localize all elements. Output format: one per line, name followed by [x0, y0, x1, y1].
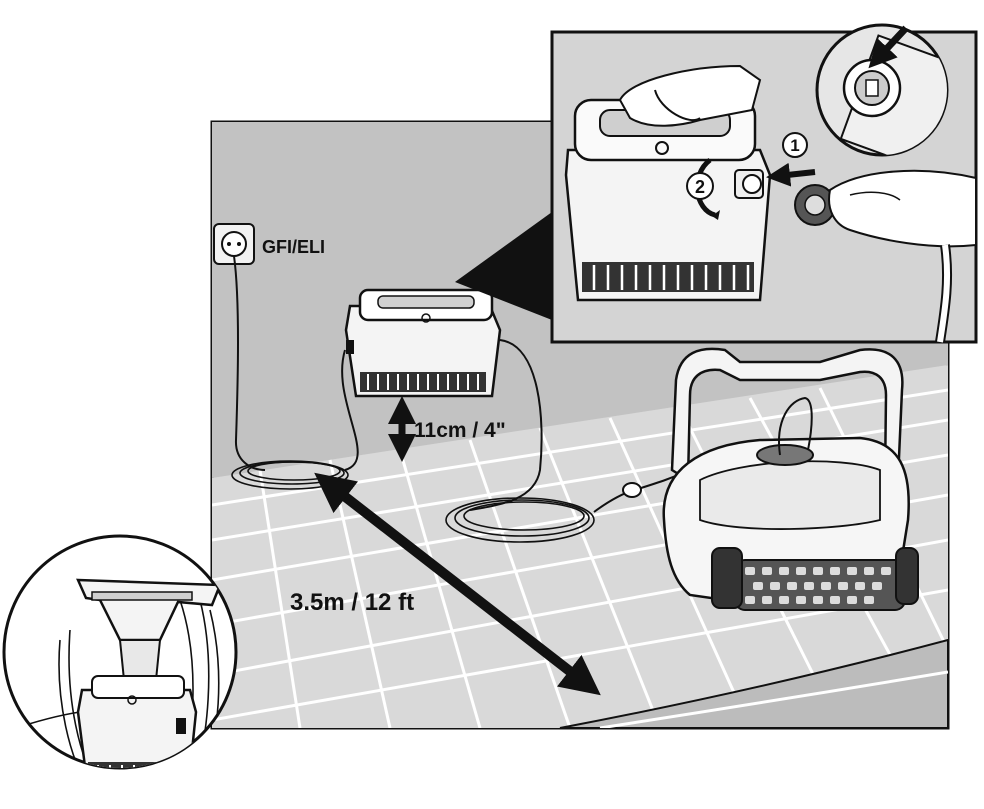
pool-coping-edge — [559, 638, 948, 728]
svg-text:2: 2 — [695, 177, 705, 197]
svg-text:1: 1 — [790, 136, 799, 155]
step-1-badge: 1 — [782, 132, 808, 158]
power-supply-unit — [344, 288, 502, 398]
pool-cleaning-robot — [662, 347, 919, 611]
caddy-storage-detail — [2, 534, 238, 770]
hand-holding-unit — [618, 64, 762, 127]
wall-socket-icon — [213, 223, 255, 265]
distance-arrow — [314, 472, 601, 696]
callout-wedge — [455, 212, 552, 320]
connector-magnifier-detail — [815, 23, 949, 157]
outlet-label: GFI/ELI — [262, 237, 325, 257]
step-2-badge: 2 — [686, 172, 714, 200]
distance-label: 3.5m / 12 ft — [290, 589, 414, 616]
height-label: 11cm / 4" — [414, 419, 506, 442]
swivel-float — [622, 482, 642, 498]
